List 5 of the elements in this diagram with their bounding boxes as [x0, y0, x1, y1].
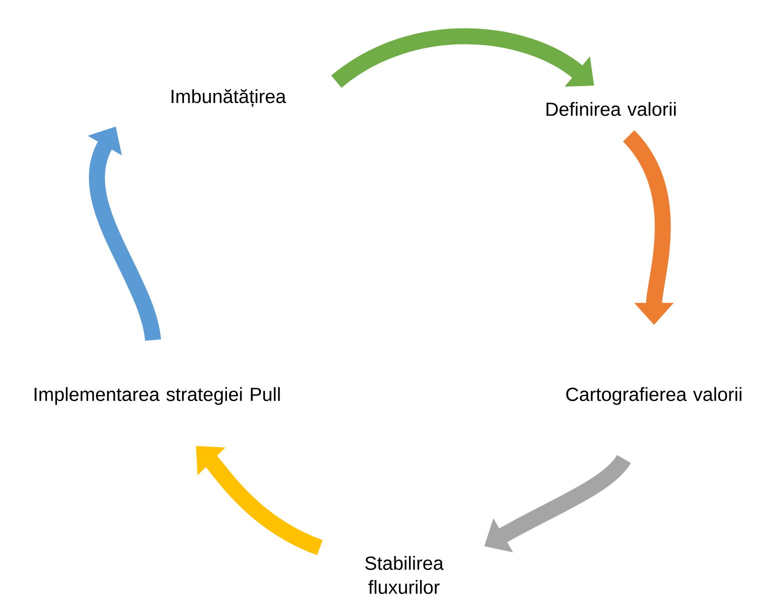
step-label: Cartografierea valorii — [566, 387, 742, 405]
step-label: Definirea valorii — [546, 102, 676, 116]
step-label: Implementarea strategiei Pull — [34, 387, 280, 405]
step-label: Stabilirea fluxurilor — [365, 556, 444, 594]
step-label: Imbunătățirea — [172, 88, 286, 108]
